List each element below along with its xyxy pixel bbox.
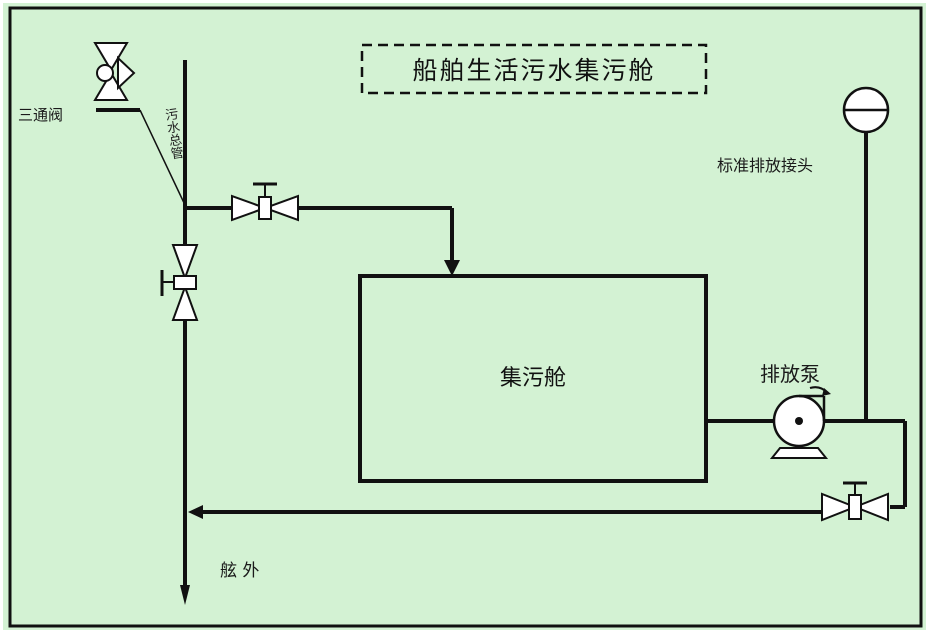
overboard-arrow (180, 585, 190, 605)
inlet-gate-valve-icon[interactable] (231, 182, 299, 222)
return-valve-icon[interactable] (821, 481, 889, 522)
three-way-diagonal-pipe (139, 109, 186, 206)
tank-inlet-arrow (444, 260, 460, 276)
diagram-border (8, 6, 923, 628)
return-arrow (188, 505, 203, 519)
discharge-pump-icon[interactable] (769, 386, 831, 459)
overboard-label: 舷 外 (220, 561, 260, 581)
main-pipe-valve-icon[interactable] (160, 244, 199, 321)
tank-label: 集污舱 (499, 366, 566, 391)
collection-tank (358, 274, 708, 483)
diagram-background (3, 3, 926, 630)
diagram-title: 船舶生活污水集污舱 (412, 56, 656, 85)
discharge-pump-label: 排放泵 (760, 362, 820, 386)
three-way-valve-icon[interactable] (93, 42, 136, 101)
three-way-valve-label: 三通阀 (18, 106, 64, 124)
standard-discharge-connector-icon[interactable] (842, 86, 890, 134)
title-box (360, 43, 708, 95)
standard-discharge-connector-label: 标准排放接头 (717, 156, 814, 175)
